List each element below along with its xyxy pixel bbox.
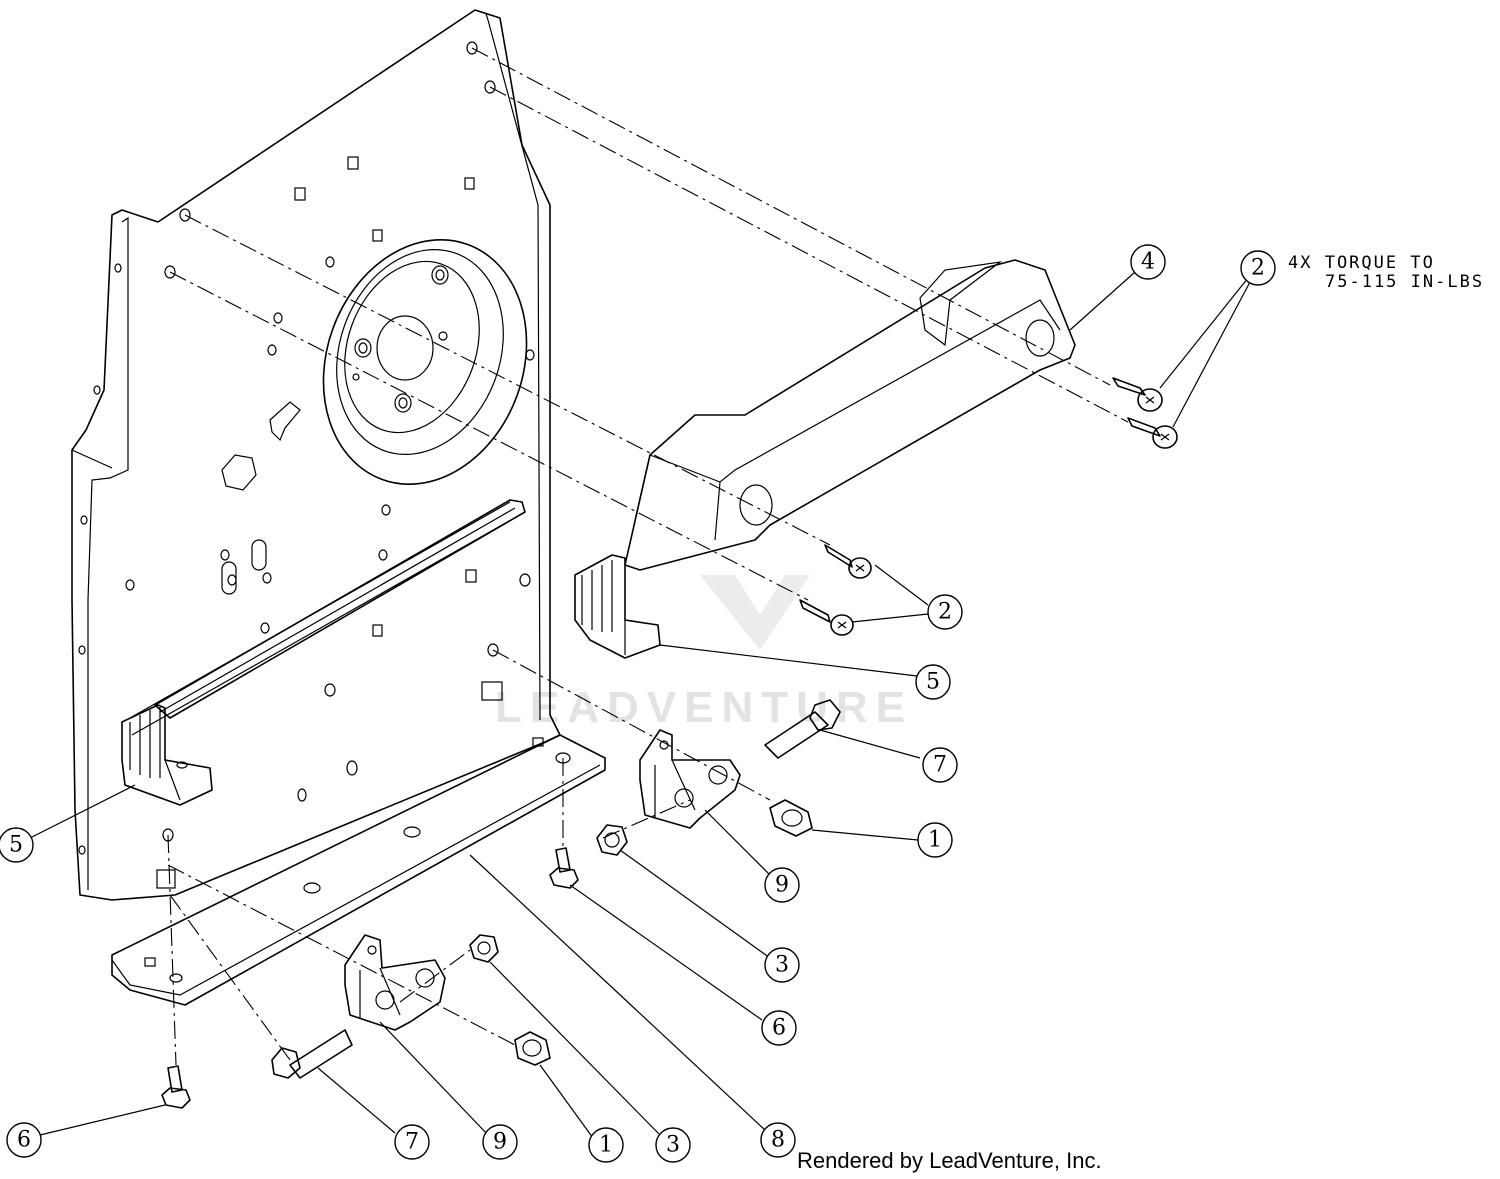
svg-text:6: 6 <box>772 1016 786 1041</box>
svg-text:3: 3 <box>666 1133 680 1158</box>
svg-text:1: 1 <box>928 828 942 853</box>
svg-text:8: 8 <box>771 1128 785 1153</box>
svg-text:9: 9 <box>493 1130 507 1155</box>
callout-5-right: 5 <box>915 664 951 700</box>
bolt-7-left <box>271 1029 353 1079</box>
leader-lines <box>29 271 1251 1139</box>
callout-7-left: 7 <box>394 1124 430 1160</box>
svg-text:3: 3 <box>775 953 789 978</box>
stud-6-left <box>161 1065 191 1109</box>
callout-9-left: 9 <box>482 1124 518 1160</box>
bearing-disc <box>322 239 528 485</box>
side-plate <box>71 9 606 1006</box>
assembly-centerlines <box>167 47 1129 1066</box>
screw-2-mid-a <box>824 544 872 579</box>
stud-6-right <box>549 847 579 889</box>
svg-text:7: 7 <box>405 1130 419 1155</box>
callout-1-right: 1 <box>917 822 953 858</box>
screw-2-lower <box>1127 417 1178 449</box>
callout-1-left: 1 <box>588 1127 624 1163</box>
callout-2-top: 2 <box>1240 250 1276 286</box>
nut-1-left <box>514 1031 551 1066</box>
watermark-text: LEADVENTURE <box>495 683 913 732</box>
hinge-bracket-9-right <box>639 729 741 829</box>
svg-text:4: 4 <box>1141 250 1155 275</box>
rendered-by-credit: Rendered by LeadVenture, Inc. <box>797 1148 1102 1173</box>
svg-text:5: 5 <box>926 670 940 695</box>
nut-1-right <box>769 799 813 837</box>
bolt-7-right <box>764 699 841 759</box>
svg-text:7: 7 <box>933 753 947 778</box>
nut-3-right <box>596 824 628 856</box>
callout-6-right: 6 <box>761 1010 797 1046</box>
callout-4: 4 <box>1130 244 1166 280</box>
bracket-5-right <box>574 554 661 659</box>
torque-note-line2: 75-115 IN-LBS <box>1325 272 1484 292</box>
callout-7-right: 7 <box>922 747 958 783</box>
watermark: LEADVENTURE <box>495 575 913 732</box>
svg-text:1: 1 <box>599 1133 613 1158</box>
svg-text:2: 2 <box>938 600 952 625</box>
callout-2-mid: 2 <box>927 594 963 630</box>
screw-2-upper <box>1112 377 1163 412</box>
svg-text:5: 5 <box>9 833 23 858</box>
callout-5-left: 5 <box>0 827 34 863</box>
bracket-5-left <box>121 704 213 806</box>
torque-note-line1: 4X TORQUE TO <box>1288 253 1435 273</box>
callout-8: 8 <box>760 1122 796 1158</box>
screw-2-mid-b <box>799 599 854 636</box>
callout-3-left: 3 <box>655 1127 691 1163</box>
callout-9-right: 9 <box>764 867 800 903</box>
handle-part-4 <box>624 259 1076 571</box>
callout-3-right: 3 <box>764 947 800 983</box>
nut-3-left <box>469 934 499 963</box>
torque-note: 4X TORQUE TO 75-115 IN-LBS <box>1288 253 1484 292</box>
svg-text:2: 2 <box>1251 256 1265 281</box>
svg-text:6: 6 <box>17 1128 31 1153</box>
svg-text:9: 9 <box>775 873 789 898</box>
callout-6-left: 6 <box>6 1122 42 1158</box>
hinge-bracket-9-left <box>344 934 446 1031</box>
